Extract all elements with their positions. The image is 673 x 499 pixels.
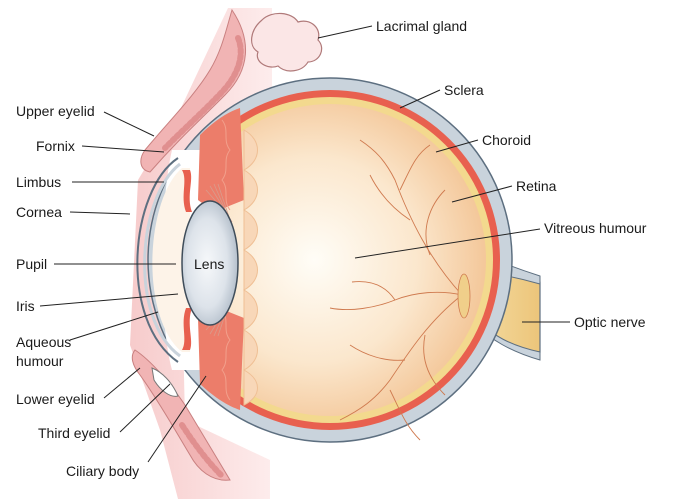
label-fornix: Fornix <box>36 138 75 154</box>
cornea-inner <box>143 162 181 358</box>
upper-eyelid-muscle <box>162 35 244 151</box>
label-iris: Iris <box>16 298 35 314</box>
label-third-eyelid: Third eyelid <box>38 425 110 441</box>
iris-shape <box>182 170 192 212</box>
leader-lines <box>39 25 570 463</box>
label-aqueous-humour-1: Aqueous <box>16 334 71 350</box>
label-lacrimal-gland: Lacrimal gland <box>376 18 467 34</box>
ciliary-body-lower <box>198 306 244 410</box>
retinal-vessels <box>329 139 463 441</box>
lacrimal-gland-shape <box>251 12 323 72</box>
label-choroid: Choroid <box>482 132 531 148</box>
lens-shape <box>181 200 239 326</box>
label-pupil: Pupil <box>16 256 47 272</box>
third-eyelid-shape <box>151 367 179 397</box>
ciliary-body-upper <box>198 108 244 212</box>
cornea-shape <box>136 157 179 363</box>
label-retina: Retina <box>516 178 557 194</box>
label-optic-nerve: Optic nerve <box>574 314 646 330</box>
upper-eyelid-shape <box>140 8 247 173</box>
optic-disc <box>457 273 471 319</box>
label-limbus: Limbus <box>16 174 61 190</box>
pars-plana <box>242 129 258 406</box>
label-vitreous-humour: Vitreous humour <box>544 220 647 236</box>
label-ciliary-body: Ciliary body <box>66 463 139 479</box>
iris-lower <box>182 308 192 350</box>
label-cornea: Cornea <box>16 204 62 220</box>
lower-eyelid-muscle <box>179 422 225 479</box>
label-sclera: Sclera <box>444 82 484 98</box>
ciliary-texture <box>221 119 231 401</box>
label-lower-eyelid: Lower eyelid <box>16 391 95 407</box>
label-upper-eyelid: Upper eyelid <box>16 103 95 119</box>
aqueous-chamber <box>152 168 190 352</box>
label-aqueous-humour-2: humour <box>16 353 64 369</box>
label-lens: Lens <box>194 256 224 272</box>
